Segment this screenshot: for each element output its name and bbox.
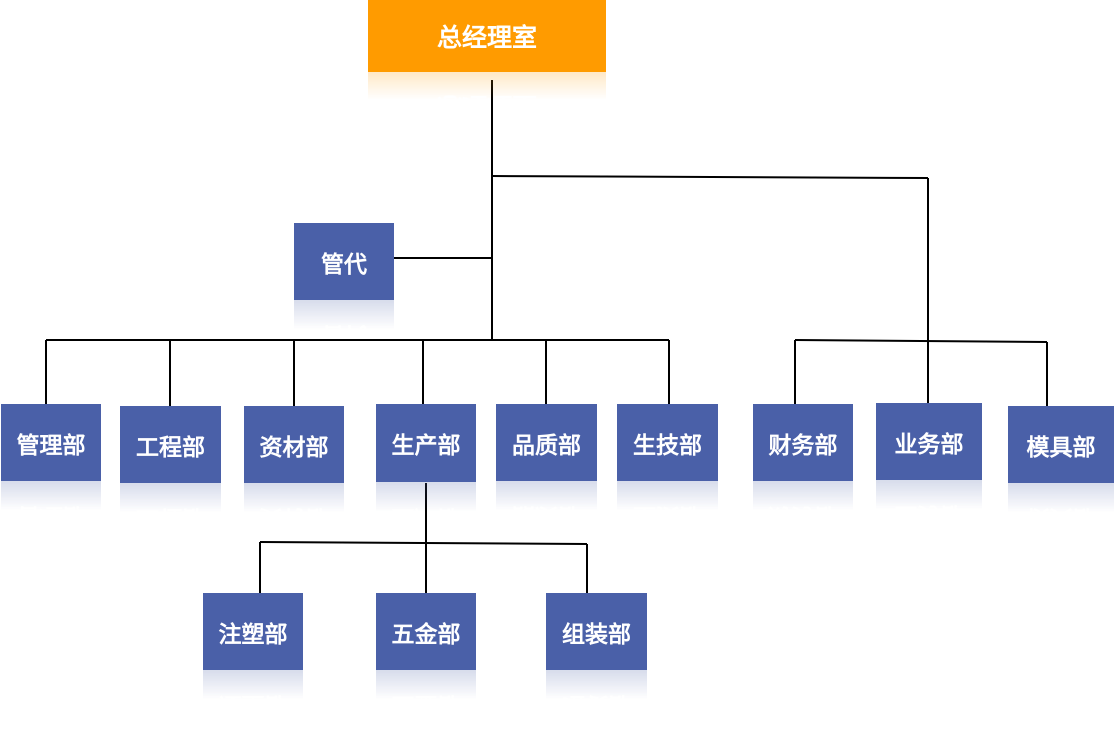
node-subunit-assembly: 组装部	[546, 593, 647, 670]
connector-production-bus	[259, 541, 588, 545]
node-subunit-hardware: 五金部	[376, 593, 476, 670]
node-dept-production-tech: 生技部	[617, 404, 718, 481]
node-label: 资材部	[259, 434, 329, 461]
node-label: 生技部	[633, 432, 702, 459]
connector-right-branch	[491, 175, 929, 179]
node-dept-business: 业务部	[876, 403, 982, 480]
node-label: 总经理室	[436, 23, 537, 52]
node-dept-engineering: 工程部	[120, 406, 221, 483]
node-label: 五金部	[391, 621, 461, 648]
node-label: 品质部	[512, 432, 581, 459]
node-label: 财务部	[768, 432, 838, 459]
node-label: 注塑部	[218, 621, 288, 648]
node-label: 模具部	[1026, 434, 1096, 461]
node-label: 管代	[321, 251, 367, 278]
node-label: 组装部	[562, 621, 631, 648]
node-dept-materials: 资材部	[244, 406, 344, 483]
node-management-representative: 管代	[294, 223, 394, 300]
node-dept-finance: 财务部	[753, 404, 853, 481]
node-label: 生产部	[391, 433, 461, 459]
node-general-manager-office: 总经理室	[368, 0, 606, 72]
node-dept-mold: 模具部	[1008, 406, 1114, 483]
node-dept-quality: 品质部	[496, 404, 597, 481]
node-label: 工程部	[136, 434, 205, 461]
connector-right-bus	[794, 339, 1048, 343]
node-label: 管理部	[16, 432, 86, 459]
node-subunit-injection-molding: 注塑部	[203, 593, 303, 670]
node-dept-production: 生产部	[376, 404, 476, 482]
node-dept-management: 管理部	[1, 404, 101, 481]
node-label: 业务部	[894, 431, 964, 458]
